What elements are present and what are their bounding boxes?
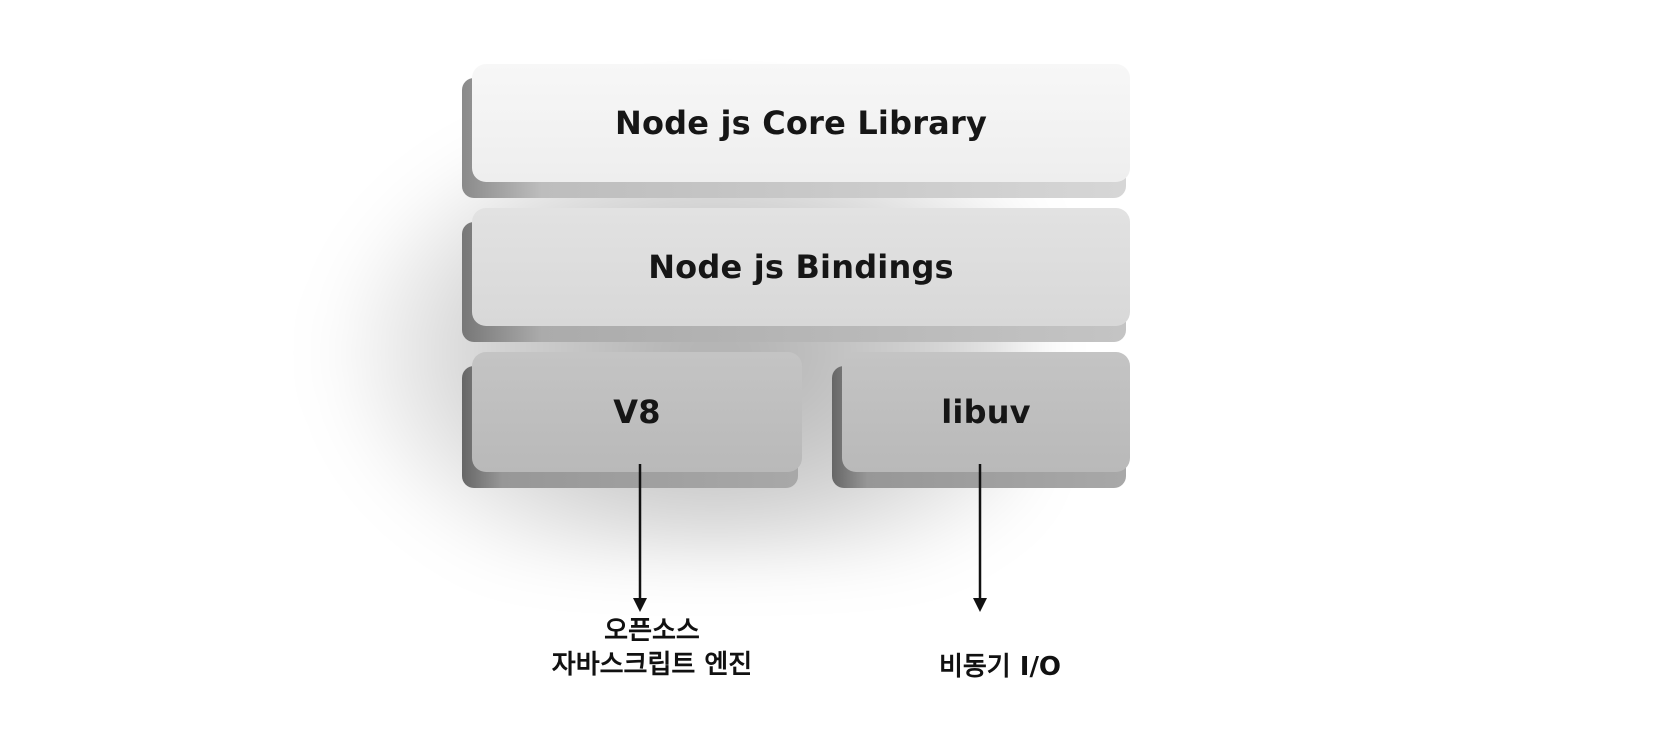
v8-caption: 오픈소스 자바스크립트 엔진 <box>522 614 782 682</box>
v8-label: V8 <box>613 393 661 431</box>
core-library-label: Node js Core Library <box>614 104 988 142</box>
libuv-label: libuv <box>941 393 1031 431</box>
libuv-block: libuv <box>842 352 1130 472</box>
v8-block: V8 <box>472 352 802 472</box>
bindings-label: Node js Bindings <box>648 248 954 286</box>
v8-caption-line2: 자바스크립트 엔진 <box>551 650 753 680</box>
core-library-block: Node js Core Library <box>472 64 1130 182</box>
libuv-arrow <box>973 464 987 612</box>
bindings-block: Node js Bindings <box>472 208 1130 326</box>
libuv-caption: 비동기 I/O <box>938 652 1062 682</box>
v8-caption-line1: 오픈소스 <box>604 616 700 646</box>
v8-arrow <box>633 464 647 612</box>
